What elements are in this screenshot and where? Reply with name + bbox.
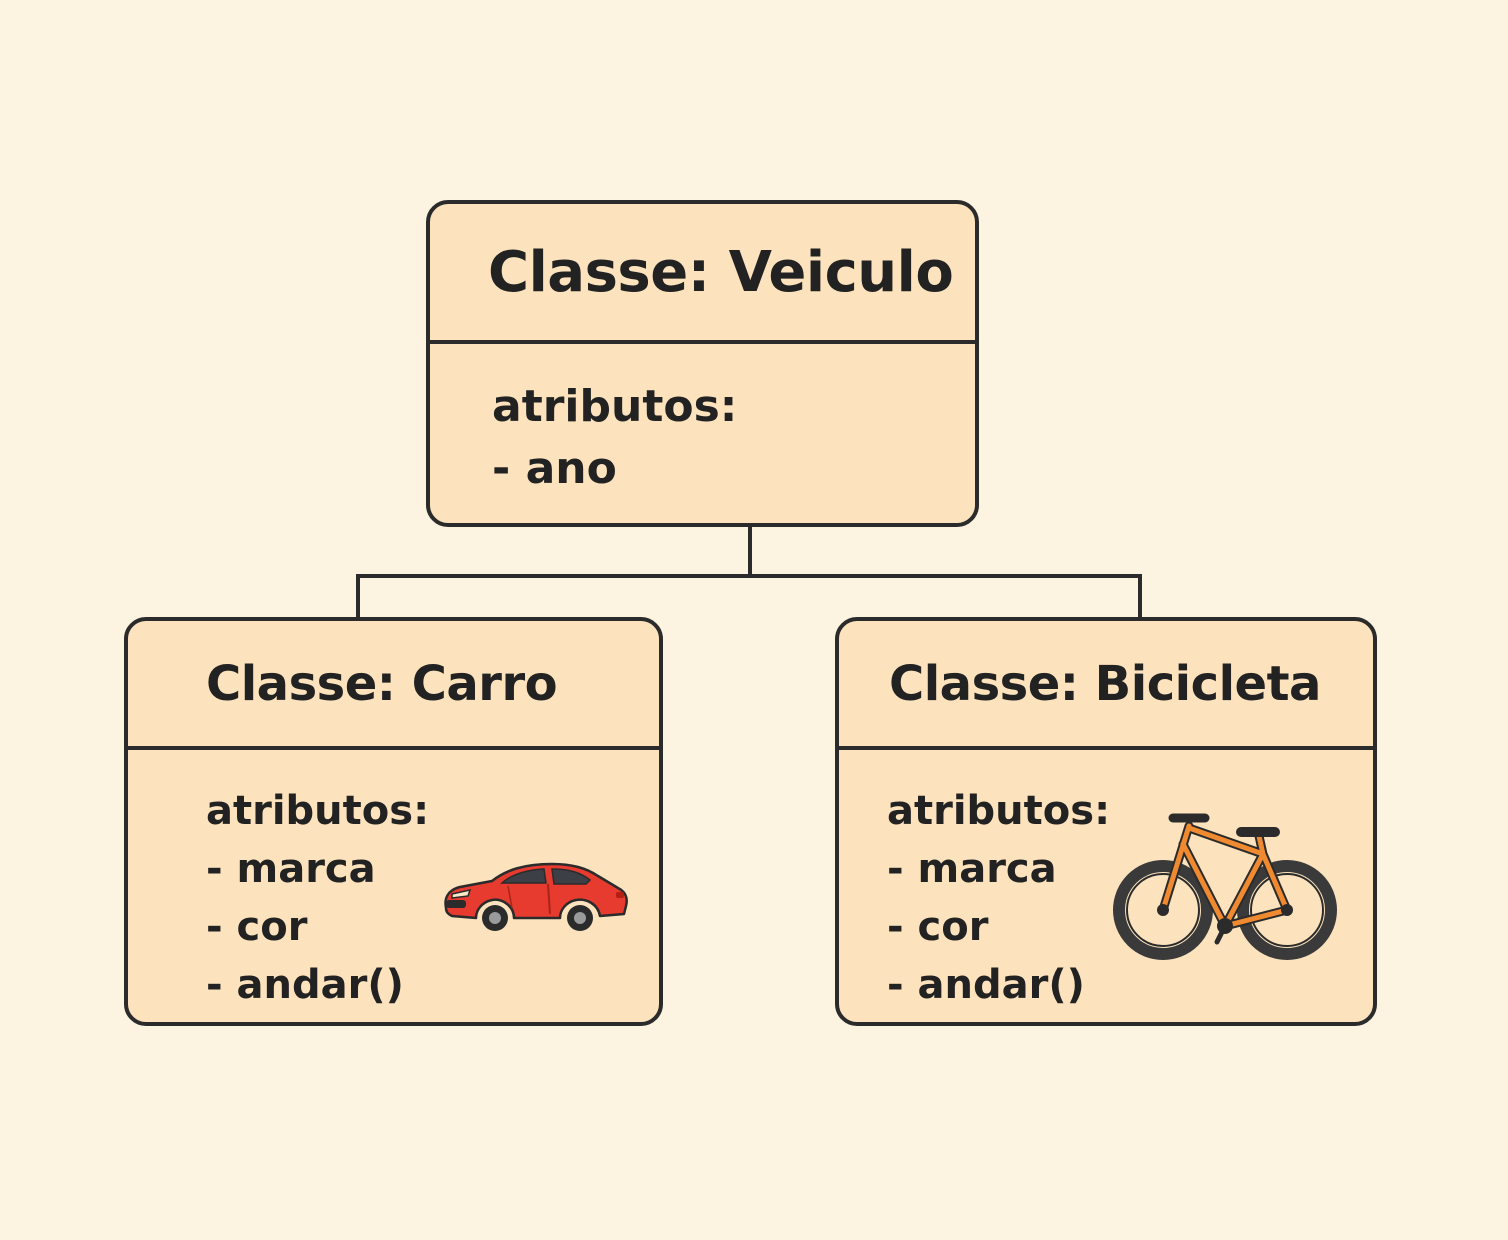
member-andar: - andar() [206,962,404,1008]
attributes-heading: atributos: [887,788,1111,834]
class-body-carro: atributos: - marca - cor - andar() [128,750,659,1014]
attributes-heading: atributos: [206,788,430,834]
class-box-carro: Classe: Carro atributos: - marca - cor -… [124,617,663,1026]
member-cor: - cor [887,904,989,950]
bicycle-icon [1113,813,1337,960]
member-marca: - marca [887,846,1057,892]
class-header-bicicleta: Classe: Bicicleta [839,621,1373,750]
class-header-carro: Classe: Carro [128,621,659,750]
class-title-veiculo: Classe: Veiculo [488,239,954,305]
member-cor: - cor [206,904,308,950]
class-body-veiculo: atributos: - ano [430,344,975,500]
member-andar: - andar() [887,962,1085,1008]
class-title-bicicleta: Classe: Bicicleta [889,655,1321,712]
class-box-veiculo: Classe: Veiculo atributos: - ano [426,200,979,527]
member-marca: - marca [206,846,376,892]
class-title-carro: Classe: Carro [206,655,558,712]
attributes-heading: atributos: [492,381,738,432]
class-body-bicicleta: atributos: - marca - cor - andar() [839,750,1373,1014]
class-header-veiculo: Classe: Veiculo [430,204,975,344]
car-icon [444,862,628,931]
class-box-bicicleta: Classe: Bicicleta atributos: - marca - c… [835,617,1377,1026]
member-ano: - ano [492,443,617,494]
